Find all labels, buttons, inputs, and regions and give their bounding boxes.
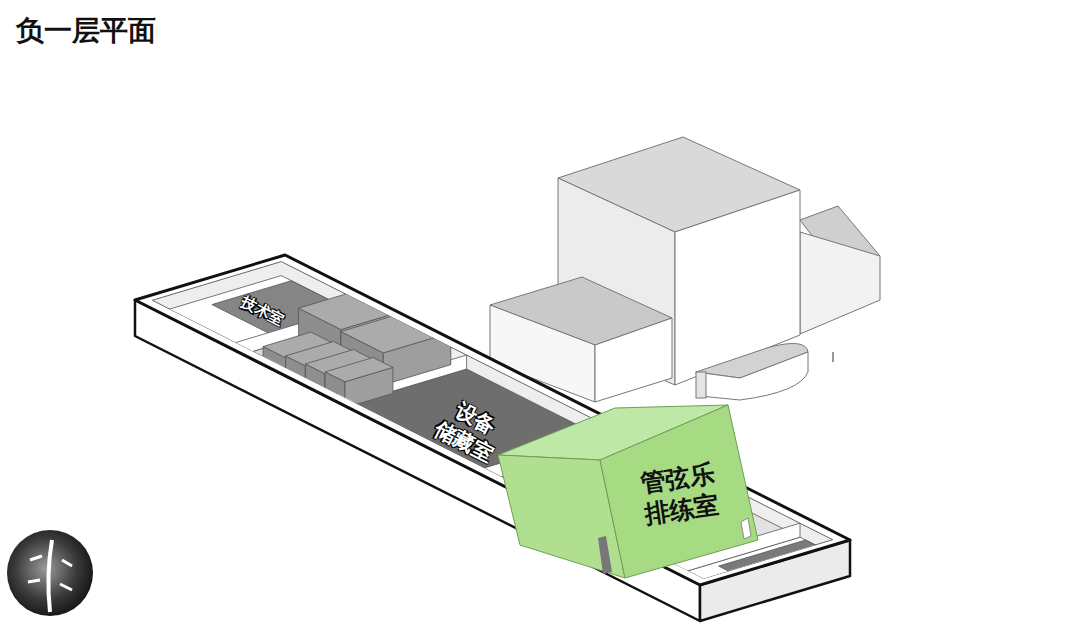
room-label: 管弦乐 排练室 — [633, 455, 727, 533]
box-top — [325, 358, 393, 382]
existing-building — [490, 137, 880, 402]
room-name: 管弦乐 排练室 — [637, 458, 722, 531]
box-top — [341, 311, 451, 353]
wing-face — [800, 232, 880, 334]
basement-slab — [135, 255, 850, 621]
site-mark — [832, 352, 834, 362]
canopy-post — [696, 372, 706, 398]
logo-stroke — [48, 540, 52, 612]
hall-face — [600, 405, 758, 578]
logo-mark — [7, 530, 93, 616]
wing-face — [595, 318, 672, 402]
window-slit — [741, 518, 751, 539]
inner-walls — [152, 262, 832, 579]
rehearsal-hall-volume — [498, 405, 758, 578]
logo-disc — [7, 530, 93, 616]
slab-rim — [135, 255, 850, 585]
logo-stroke — [28, 556, 42, 582]
rooms — [152, 276, 832, 593]
canopy-band — [696, 352, 808, 400]
logo-stroke — [60, 560, 72, 590]
slab-outline — [135, 255, 850, 585]
door-opening — [598, 536, 612, 574]
page-title: 负一层平面 — [16, 12, 156, 50]
